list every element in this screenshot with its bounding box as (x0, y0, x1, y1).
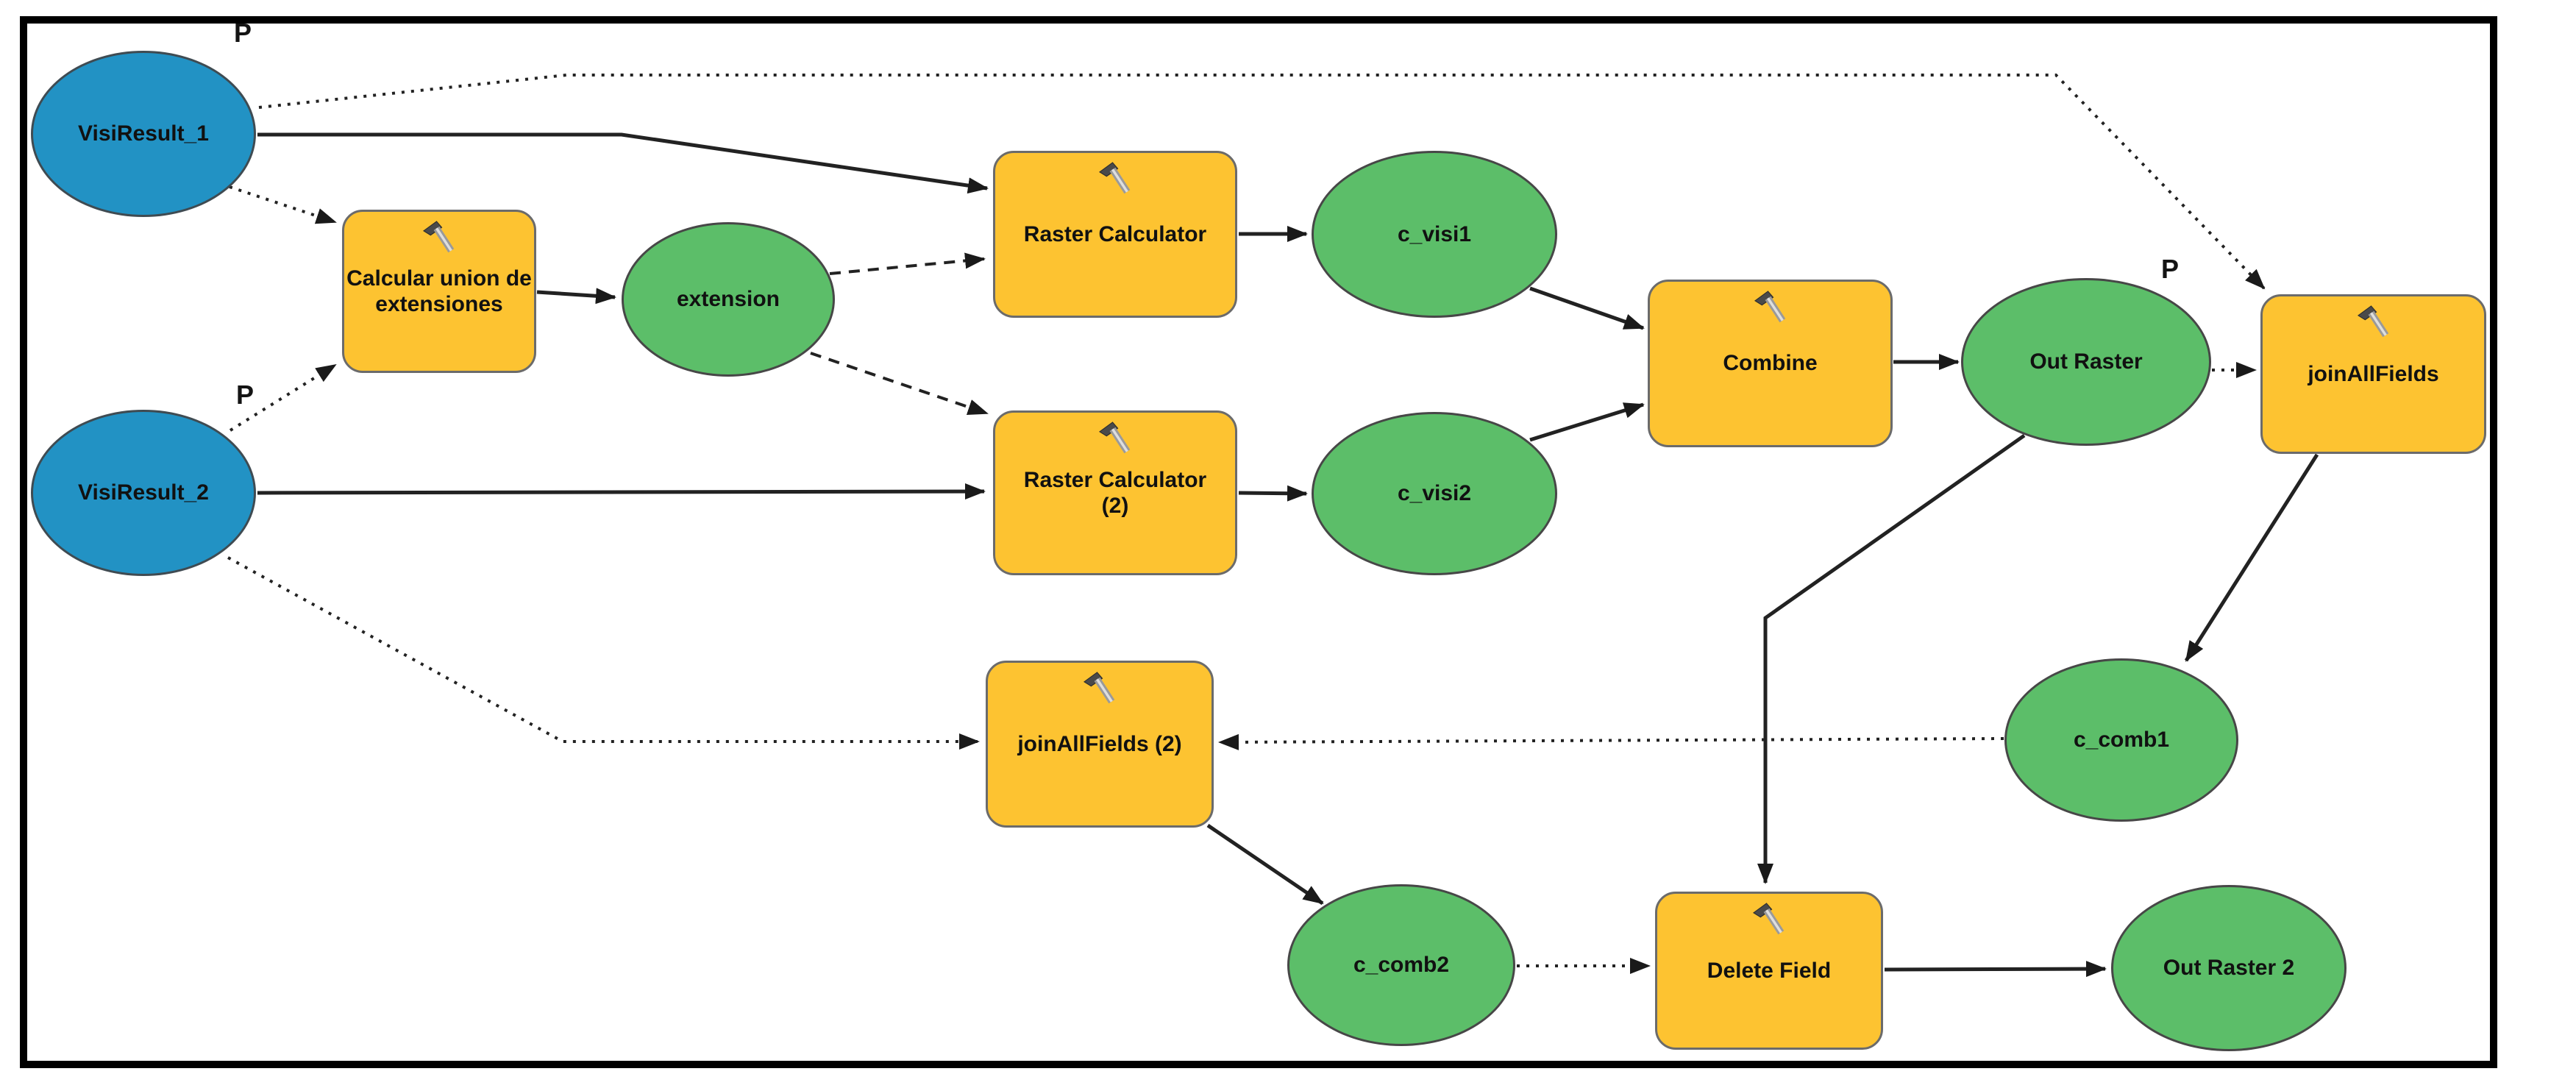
parameter-marker-visiresult-1: P (233, 18, 252, 48)
node-raster-calculator: Raster Calculator (993, 151, 1237, 318)
hammer-icon (1095, 419, 1136, 457)
edge-joinallfields-ccomb1 (2184, 453, 2319, 662)
node-calcular-union-de-extensiones: Calcular union de extensiones (342, 210, 536, 373)
edge-visiresult1-calcularunion (229, 185, 337, 224)
node-label: extension (676, 287, 780, 312)
node-label: Calcular union de extensiones (346, 266, 532, 316)
hammer-icon (419, 218, 460, 256)
edge-outraster-deletefield (1757, 433, 2026, 884)
node-label: c_visi2 (1397, 481, 1472, 506)
node-label: Out Raster 2 (2163, 956, 2295, 981)
node-c-comb1: c_comb1 (2004, 658, 2238, 822)
node-label: Raster Calculator (2) (1023, 467, 1207, 518)
edge-rastercalculator2-cvisi2 (1238, 485, 1308, 502)
node-label: Delete Field (1707, 958, 1832, 983)
edge-cvisi2-combine (1529, 402, 1645, 442)
edge-visiresult2-calcularunion (229, 363, 337, 432)
edge-extension-rastercalculator2 (810, 352, 989, 416)
edge-joinallfields2-ccomb2 (1206, 823, 1324, 906)
edge-cvisi1-combine (1529, 286, 1645, 330)
node-label: Combine (1723, 351, 1818, 376)
node-joinallfields: joinAllFields (2260, 294, 2486, 454)
node-label: Out Raster (2029, 349, 2143, 374)
node-label: VisiResult_1 (78, 121, 209, 146)
edge-visiresult2-joinallfields2 (227, 556, 980, 750)
diagram-border (20, 16, 2497, 1068)
node-label: joinAllFields (2) (1017, 731, 1182, 756)
node-c-visi1: c_visi1 (1312, 151, 1557, 318)
edge-visiresult1-rastercalculator (257, 132, 989, 194)
node-raster-calculator-2: Raster Calculator (2) (993, 410, 1237, 575)
hammer-icon (1748, 900, 1790, 938)
node-delete-field: Delete Field (1655, 892, 1883, 1050)
node-visiresult-1: VisiResult_1 (31, 51, 256, 217)
node-label: c_comb1 (2073, 728, 2170, 753)
edge-visiresult2-rastercalculator2 (257, 483, 986, 500)
node-label: c_comb2 (1353, 953, 1450, 978)
edge-visiresult1-joinallfields (258, 74, 2266, 290)
node-visiresult-2: VisiResult_2 (31, 410, 256, 576)
hammer-icon (1095, 159, 1136, 197)
node-label: Raster Calculator (1023, 221, 1207, 246)
node-label: c_visi1 (1397, 221, 1472, 246)
edge-calcularunion-extension (536, 288, 616, 305)
edge-deletefield-outraster2 (1884, 961, 2107, 978)
hammer-icon (1750, 288, 1791, 326)
parameter-marker-out-raster: P (2160, 254, 2180, 284)
node-label: joinAllFields (2308, 361, 2439, 386)
node-joinallfields-2: joinAllFields (2) (986, 661, 1214, 828)
parameter-marker-visiresult-2: P (235, 380, 255, 410)
edge-ccomb1-joinallfields2 (1218, 733, 2004, 750)
hammer-icon (1079, 669, 1120, 707)
node-label: VisiResult_2 (78, 480, 209, 505)
node-extension: extension (622, 222, 835, 377)
edge-extension-rastercalculator (829, 252, 986, 275)
node-out-raster-2: Out Raster 2 (2111, 885, 2346, 1051)
node-combine: Combine (1648, 280, 1893, 447)
hammer-icon (2353, 302, 2394, 341)
node-c-visi2: c_visi2 (1312, 412, 1557, 575)
node-out-raster: Out Raster (1961, 278, 2211, 446)
node-c-comb2: c_comb2 (1287, 884, 1515, 1046)
